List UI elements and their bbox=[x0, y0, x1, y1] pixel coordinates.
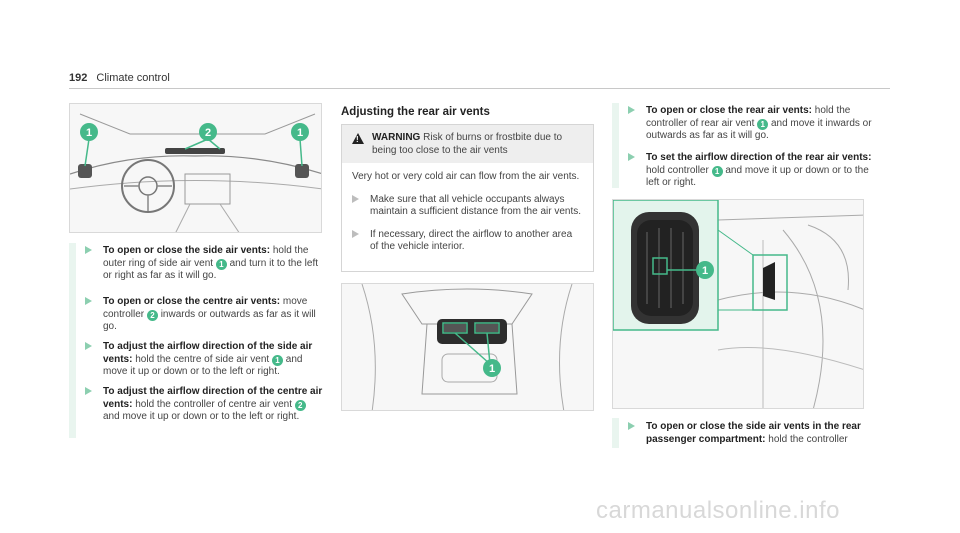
step-text: hold the outer ring of side air vent bbox=[103, 245, 309, 269]
callout-1-icon: 1 bbox=[215, 258, 227, 270]
warning-header: WARNING Risk of burns or frostbite due t… bbox=[342, 125, 593, 163]
step-title: To open or close the side air vents in t… bbox=[646, 421, 861, 445]
callout-1-icon: 1 bbox=[272, 354, 283, 366]
warning-icon bbox=[352, 133, 364, 147]
svg-text:1: 1 bbox=[297, 127, 303, 139]
page-header: 192 Climate control bbox=[69, 72, 170, 84]
dashboard-illustration: 1 2 1 bbox=[70, 104, 321, 232]
warning-step-text: If necessary, direct the airflow to anot… bbox=[370, 228, 573, 253]
callout-2-icon: 2 bbox=[146, 309, 158, 321]
step-title: To adjust the airflow direction of the c… bbox=[103, 386, 323, 410]
warning-body-text: Very hot or very cold air can flow from … bbox=[352, 171, 580, 182]
steps-bar-col3-bottom bbox=[612, 418, 619, 448]
step-text: and move it up or down or to the left or… bbox=[103, 353, 303, 378]
steps-bar-col3-top bbox=[612, 103, 619, 188]
warning-step: Make sure that all vehicle occupants alw… bbox=[352, 194, 583, 219]
watermark: carmanualsonline.info bbox=[596, 497, 840, 524]
steps-bar-col1 bbox=[69, 243, 76, 438]
arrow-icon bbox=[85, 246, 92, 254]
svg-text:1: 1 bbox=[86, 127, 92, 139]
svg-text:1: 1 bbox=[489, 363, 495, 375]
arrow-icon bbox=[628, 422, 635, 430]
arrow-icon bbox=[352, 194, 359, 203]
page-number: 192 bbox=[69, 72, 88, 84]
step-text: move controller bbox=[103, 296, 308, 320]
step-title: To open or close the rear air vents: bbox=[646, 105, 812, 116]
callout-2-icon: 2 bbox=[294, 399, 306, 411]
step-open-rear-side-vents: To open or close the side air vents in t… bbox=[628, 421, 873, 446]
step-text: hold the centre of side air vent bbox=[135, 353, 270, 365]
step-set-rear-airflow: To set the airflow direction of the rear… bbox=[628, 152, 873, 190]
step-title: To adjust the airflow direction of the s… bbox=[103, 341, 313, 365]
arrow-icon bbox=[628, 106, 635, 114]
arrow-icon bbox=[352, 229, 359, 238]
rear-vents-figure: 1 bbox=[341, 283, 594, 411]
step-open-rear-vents: To open or close the rear air vents: hol… bbox=[628, 105, 873, 143]
warning-body: Very hot or very cold air can flow from … bbox=[342, 163, 593, 262]
step-text: hold the controller bbox=[768, 433, 848, 445]
warning-box: WARNING Risk of burns or frostbite due t… bbox=[341, 124, 594, 272]
arrow-icon bbox=[85, 387, 92, 395]
section-name: Climate control bbox=[96, 72, 170, 84]
rear-console-illustration: 1 bbox=[342, 284, 593, 410]
warning-text: Risk of burns or frostbite due to being … bbox=[372, 132, 563, 156]
step-text: and move it up or down or to the left or… bbox=[103, 411, 300, 422]
arrow-icon bbox=[628, 153, 635, 161]
step-open-centre-vents: To open or close the centre air vents: m… bbox=[85, 296, 325, 334]
section-title: Adjusting the rear air vents bbox=[341, 106, 490, 118]
rear-side-vent-figure: 1 bbox=[612, 199, 864, 409]
step-text: and move it up or down or to the left or… bbox=[646, 164, 869, 189]
step-adjust-centre-vents: To adjust the airflow direction of the c… bbox=[85, 386, 325, 424]
step-adjust-side-vents: To adjust the airflow direction of the s… bbox=[85, 341, 325, 379]
step-text: inwards or outwards as far as it will go… bbox=[103, 308, 316, 333]
warning-label: WARNING bbox=[372, 132, 421, 143]
callout-1-icon: 1 bbox=[711, 165, 723, 177]
warning-step-text: Make sure that all vehicle occupants alw… bbox=[370, 193, 582, 218]
step-text: and turn it to the left or right as far … bbox=[103, 257, 319, 282]
step-title: To open or close the centre air vents: bbox=[103, 296, 281, 307]
step-open-side-vents: To open or close the side air vents: hol… bbox=[85, 245, 325, 283]
step-title: To open or close the side air vents: bbox=[103, 245, 271, 256]
step-text: hold the controller of centre air vent bbox=[135, 398, 292, 410]
arrow-icon bbox=[85, 297, 92, 305]
step-text: and move it inwards or outwards as far a… bbox=[646, 117, 872, 142]
header-rule bbox=[69, 88, 890, 89]
warning-step: If necessary, direct the airflow to anot… bbox=[352, 229, 583, 254]
step-text: hold the controller of rear air vent bbox=[646, 105, 851, 129]
callout-1-icon: 1 bbox=[757, 118, 769, 130]
svg-text:2: 2 bbox=[205, 127, 211, 139]
step-text: hold controller bbox=[646, 164, 709, 176]
svg-text:1: 1 bbox=[702, 265, 708, 277]
arrow-icon bbox=[85, 342, 92, 350]
step-title: To set the airflow direction of the rear… bbox=[646, 152, 872, 163]
dashboard-vents-figure: 1 2 1 bbox=[69, 103, 322, 233]
rear-side-vent-illustration: 1 bbox=[613, 200, 863, 408]
